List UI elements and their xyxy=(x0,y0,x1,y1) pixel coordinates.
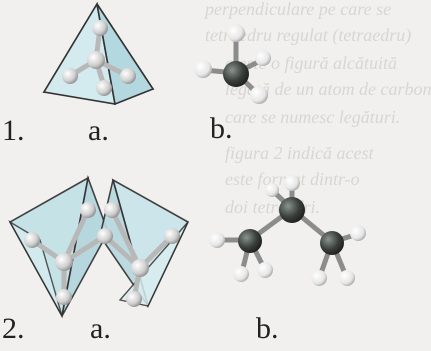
molecule-figure xyxy=(8,1,366,319)
row-1-label-b: b. xyxy=(210,112,233,145)
tetra-face xyxy=(96,3,155,106)
hydrogen-atom xyxy=(126,291,142,307)
hydrogen-atom xyxy=(80,202,96,218)
carbon-atom xyxy=(279,197,305,223)
carbon-atom xyxy=(131,259,149,277)
row-2-label-a: a. xyxy=(90,312,111,345)
hydrogen-atom xyxy=(97,228,113,244)
row-1-label-a: a. xyxy=(88,114,109,147)
hydrogen-atom xyxy=(255,50,271,66)
tetrahedra-ethane xyxy=(8,175,190,319)
carbon-atom xyxy=(55,253,73,271)
hydrogen-atom xyxy=(257,262,273,278)
hydrogen-atom xyxy=(120,68,136,84)
hydrogen-atom xyxy=(227,24,245,42)
hydrogen-atom xyxy=(311,270,327,286)
carbon-atom xyxy=(320,231,344,255)
hydrogen-atom xyxy=(164,228,180,244)
hydrogen-atom xyxy=(56,289,72,305)
carbon-atom xyxy=(238,229,262,253)
hydrogen-atom xyxy=(104,202,120,218)
row-2-number: 2. xyxy=(2,312,25,345)
hydrogen-atom xyxy=(96,80,112,96)
carbon-atom xyxy=(223,61,249,87)
hydrogen-atom xyxy=(62,68,78,84)
hydrogen-atom xyxy=(233,266,249,282)
tetra-face xyxy=(8,220,63,317)
row-1-number: 1. xyxy=(2,114,25,147)
carbon-atom xyxy=(87,51,105,69)
hydrogen-atom xyxy=(250,86,268,104)
tetrahedron-methane xyxy=(42,1,155,106)
hydrogen-atom xyxy=(209,232,225,248)
hydrogen-atom xyxy=(24,232,40,248)
row-2-label-b: b. xyxy=(256,312,279,345)
methane-ball-stick xyxy=(194,24,271,104)
hydrogen-atom xyxy=(265,183,279,197)
hydrogen-atom xyxy=(92,20,108,36)
hydrogen-atom xyxy=(350,225,366,241)
hydrogen-atom xyxy=(284,175,300,191)
ethane-ball-stick xyxy=(209,175,366,286)
hydrogen-atom xyxy=(339,270,355,286)
hydrogen-atom xyxy=(194,60,212,78)
